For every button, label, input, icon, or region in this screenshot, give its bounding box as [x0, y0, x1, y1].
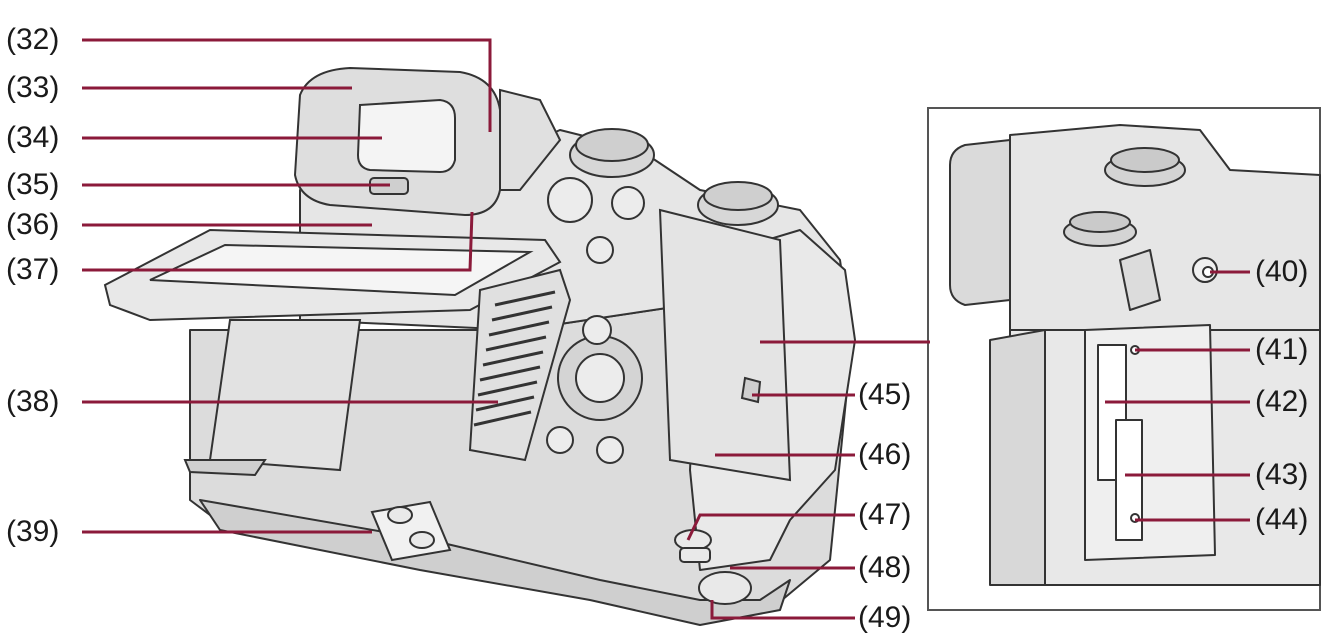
callout-36: (36) [6, 208, 60, 241]
inset-panel [927, 107, 1321, 611]
callout-34: (34) [6, 121, 60, 154]
callout-46: (46) [858, 438, 912, 471]
callout-32: (32) [6, 23, 60, 56]
callout-41: (41) [1255, 333, 1309, 366]
callout-40: (40) [1255, 255, 1309, 288]
side-door [658, 208, 792, 482]
rear-controls [546, 229, 731, 464]
callout-45: (45) [858, 378, 912, 411]
leader-line-32 [82, 38, 492, 132]
callout-44: (44) [1255, 503, 1309, 536]
callout-42: (42) [1255, 385, 1309, 418]
callout-48: (48) [858, 551, 912, 584]
leader-line-49 [710, 600, 855, 620]
vent-grille [468, 268, 572, 462]
leader-lines [82, 38, 1250, 620]
callout-47: (47) [858, 498, 912, 531]
leader-line-47 [686, 513, 855, 541]
callout-38: (38) [6, 385, 60, 418]
bottom-mounts [370, 500, 752, 605]
leader-line-37 [82, 211, 474, 272]
callout-43: (43) [1255, 458, 1309, 491]
callout-39: (39) [6, 515, 60, 548]
callout-35: (35) [6, 168, 60, 201]
callout-37: (37) [6, 253, 60, 286]
callout-49: (49) [858, 601, 912, 634]
top-dials [547, 128, 779, 226]
callout-33: (33) [6, 71, 60, 104]
eyecup [293, 66, 562, 217]
